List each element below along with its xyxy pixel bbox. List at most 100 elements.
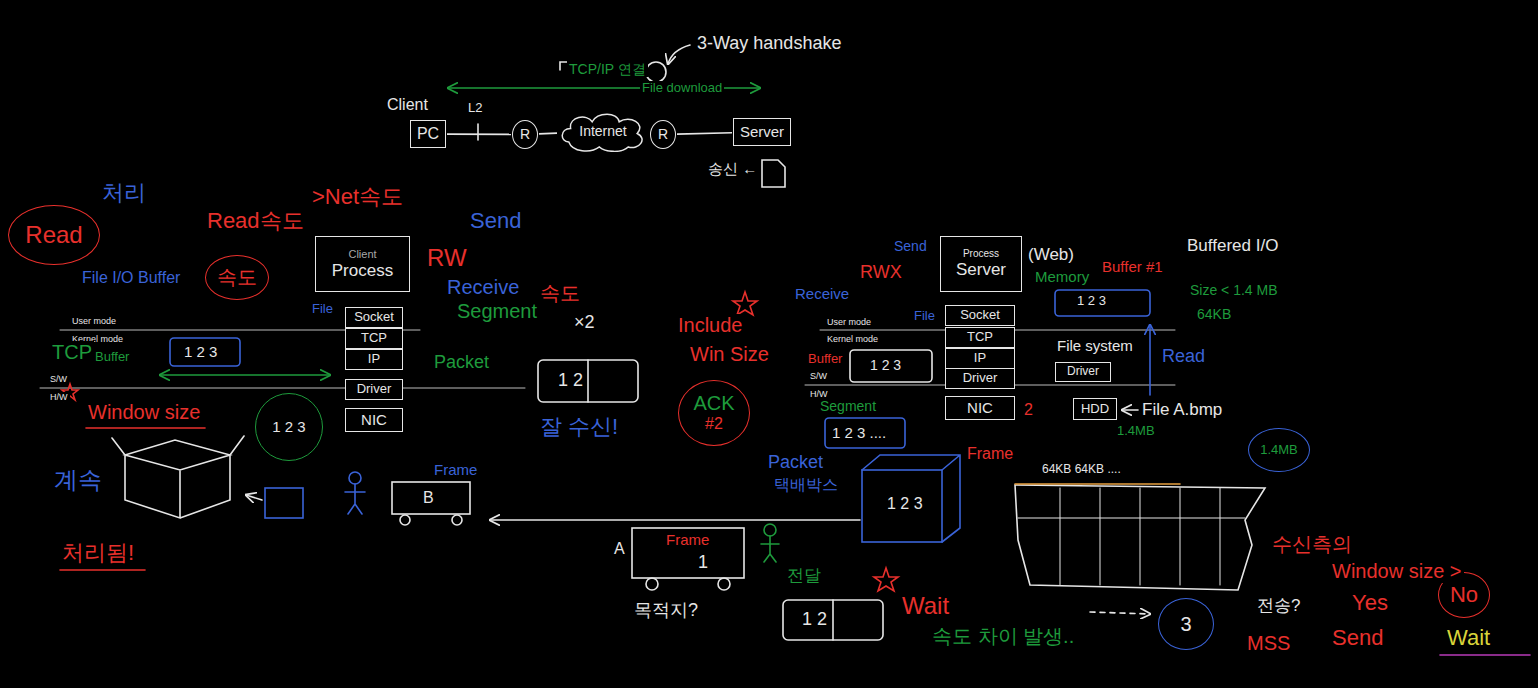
puzzle-segment	[538, 360, 638, 402]
note-label: 전송?	[1255, 596, 1302, 616]
note-label: 1 2 3	[868, 357, 903, 373]
note-label: Send	[468, 208, 523, 233]
puzzle-segments	[825, 418, 905, 448]
node-text: Client	[348, 248, 376, 261]
node-text: Driver	[1067, 365, 1099, 379]
note-label: Send	[1330, 625, 1385, 650]
note-label: 1 2 3	[1075, 294, 1108, 309]
node-text: Internet	[579, 123, 626, 139]
note-label: 3-Way handshake	[695, 33, 843, 54]
note-label: B	[421, 489, 436, 507]
puzzle-memory	[1055, 290, 1150, 316]
circle-node: Read	[8, 205, 100, 265]
puzzle-divider	[832, 600, 834, 640]
note-label: Segment	[455, 300, 539, 323]
node-text: TCP	[361, 331, 387, 346]
note-label: MSS	[1245, 632, 1292, 655]
circle-node: 속도	[205, 255, 269, 300]
connector-line	[447, 133, 511, 135]
note-label: File	[912, 309, 937, 324]
note-label: Packet	[766, 452, 825, 473]
node-text: IP	[368, 352, 380, 367]
process-box: PC	[410, 120, 446, 148]
cloud-path	[562, 114, 642, 151]
note-label: Read	[1160, 346, 1207, 367]
circle-node: ACK#2	[678, 380, 750, 446]
note-label: 2	[1022, 401, 1035, 419]
node-text: NIC	[967, 399, 993, 416]
internet-cloud: Internet	[558, 110, 648, 152]
note-label: 1 2	[556, 370, 585, 391]
connector-line	[677, 133, 732, 134]
process-box: IP	[945, 348, 1015, 369]
note-label: ×2	[572, 312, 597, 333]
process-box: Driver	[1055, 362, 1111, 382]
process-box: Socket	[945, 305, 1015, 326]
note-label: 수신측의	[1270, 533, 1354, 556]
file-arrow	[1122, 409, 1138, 411]
note-label: >Net속도	[310, 184, 405, 209]
puzzle-highlight	[1015, 483, 1180, 485]
note-label: RW	[425, 244, 469, 272]
note-label: Frame	[664, 531, 711, 548]
person-body	[761, 536, 779, 562]
circle-node: 3	[1158, 598, 1214, 650]
parcel-cube	[862, 470, 942, 542]
truck-wheel	[400, 515, 410, 525]
note-label: 1	[696, 552, 710, 573]
node-text: ACK	[693, 392, 734, 415]
process-box: HDD	[1073, 398, 1117, 420]
note-label: Kernel mode	[825, 334, 880, 344]
read-arrow	[1149, 325, 1151, 395]
process-box: Socket	[345, 307, 403, 328]
note-label: TCP/IP 연결	[567, 61, 648, 77]
underline	[60, 569, 145, 571]
circle-node: R	[650, 120, 676, 149]
process-box: ClientProcess	[315, 236, 410, 292]
node-text: #2	[705, 415, 723, 433]
truck-body	[632, 528, 744, 578]
truck-wheel	[452, 515, 462, 525]
document-icon	[762, 160, 785, 187]
process-box: Driver	[945, 368, 1015, 389]
window-span	[160, 374, 330, 376]
connector-line	[539, 132, 557, 134]
note-label: Include	[676, 314, 745, 337]
node-text: PC	[417, 125, 439, 143]
node-text: Socket	[960, 308, 1000, 323]
note-label: 처리됨!	[60, 540, 136, 565]
note-label: User mode	[825, 317, 873, 327]
note-label: File I/O Buffer	[80, 269, 182, 287]
puzzle-segment	[783, 600, 883, 640]
note-label: Window size	[86, 401, 202, 424]
note-label: Memory	[1033, 268, 1091, 285]
person-head	[349, 472, 361, 484]
note-label: Buffer #1	[1100, 258, 1165, 275]
note-label: Wait	[1445, 625, 1492, 650]
note-label: L2	[466, 101, 484, 116]
puzzle-divider	[587, 360, 589, 402]
note-label: Size < 1.4 MB	[1188, 282, 1280, 298]
handshake-circle	[646, 62, 666, 82]
node-text: R	[658, 126, 668, 142]
note-label: 전달	[785, 566, 823, 586]
note-label: Receive	[445, 276, 521, 299]
puzzle-buffer	[170, 338, 240, 366]
note-label: 1 2 3	[885, 495, 925, 513]
note-label: 64KB	[1195, 306, 1233, 322]
underline	[86, 427, 205, 429]
node-text: Read	[25, 221, 82, 249]
hw-line	[40, 388, 525, 389]
note-label: Client	[385, 96, 430, 114]
node-text: 3	[1180, 613, 1191, 636]
process-box: Server	[733, 118, 791, 146]
note-label: Wait	[900, 592, 951, 620]
note-label: Segment	[818, 398, 878, 414]
note-label: Buffer	[806, 352, 844, 367]
dashed-arrow	[1090, 612, 1150, 614]
person-body	[345, 484, 365, 514]
note-label: 목적지?	[632, 600, 700, 621]
node-text: Process	[332, 261, 393, 281]
small-box	[265, 488, 303, 518]
